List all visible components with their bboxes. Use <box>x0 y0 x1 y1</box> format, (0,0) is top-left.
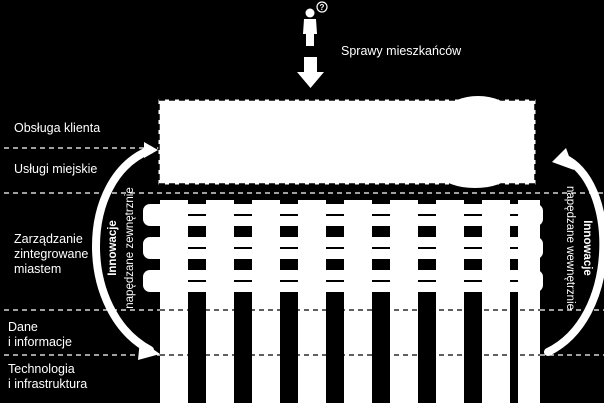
layer-label-customer-service: Obsługa klienta <box>14 121 101 135</box>
layer-label-technology: Technologia i infrastruktura <box>8 362 88 391</box>
left-curved-arrow <box>92 142 160 360</box>
integration-bands <box>143 204 543 292</box>
pillars <box>160 200 540 403</box>
left-arrow-subtitle: napędzane zewnętrznie <box>124 187 136 308</box>
layer-label-city-services: Usługi miejskie <box>14 162 98 176</box>
person-with-question-mark-icon: ? <box>303 1 328 46</box>
layer-label-integrated-management: Zarządzanie zintegrowane miastem <box>14 232 89 276</box>
down-arrow-icon <box>297 57 324 88</box>
right-arrow-title: Innowacje <box>581 220 593 276</box>
svg-text:Innowacje: Innowacje <box>107 220 119 276</box>
svg-text:napędzane zewnętrznie: napędzane zewnętrznie <box>124 187 136 308</box>
customer-service-box <box>158 96 536 188</box>
left-arrow-title: Innowacje <box>107 220 119 276</box>
svg-text:?: ? <box>320 3 325 12</box>
residents-matters-label: Sprawy mieszkańców <box>341 44 462 58</box>
pillar-separators <box>160 309 540 356</box>
svg-text:napędzane wewnętrznie: napędzane wewnętrznie <box>564 186 576 310</box>
right-curved-arrow <box>544 148 604 356</box>
layer-label-data: Dane i informacje <box>8 320 72 349</box>
right-arrow-subtitle: napędzane wewnętrznie <box>564 186 576 310</box>
band-dashes <box>188 214 518 282</box>
svg-text:Innowacje: Innowacje <box>581 220 593 276</box>
